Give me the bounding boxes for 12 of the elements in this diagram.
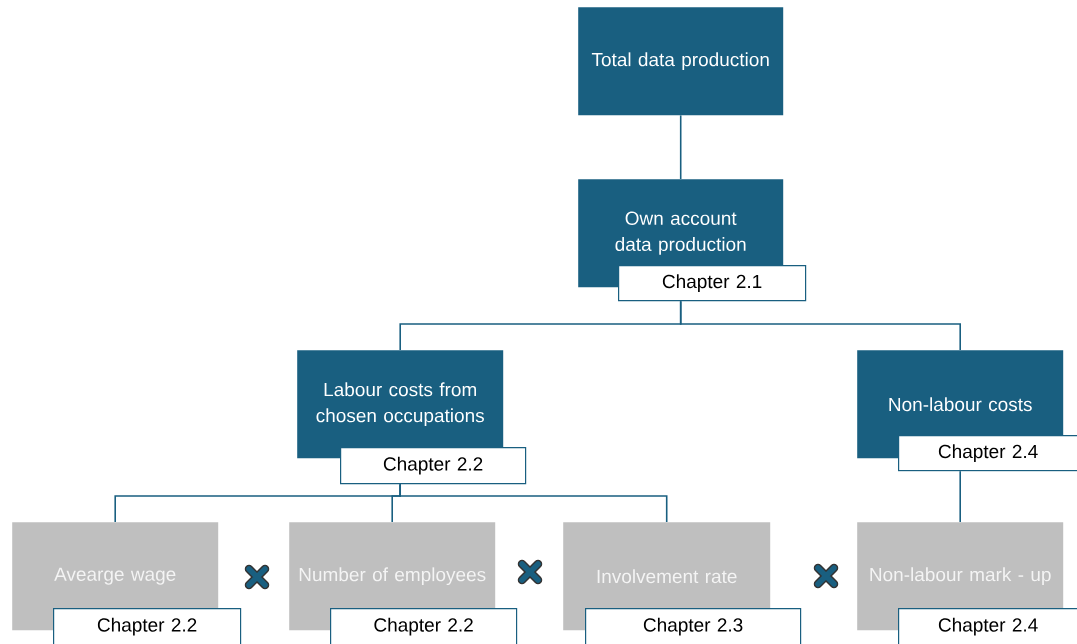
chapter-tag: Chapter 2.2	[340, 447, 527, 485]
connector	[679, 114, 682, 180]
chapter-tag: Chapter 2.1	[618, 265, 807, 302]
chapter-tag: Chapter 2.2	[53, 608, 242, 644]
chapter-tag: Chapter 2.2	[330, 608, 518, 644]
chapter-tag: Chapter 2.4	[898, 608, 1077, 644]
category-box: Total data production	[578, 7, 784, 116]
chapter-tag: Chapter 2.3	[585, 608, 802, 644]
connector	[399, 483, 668, 523]
chapter-tag: Chapter 2.4	[898, 435, 1077, 472]
connector	[959, 470, 961, 523]
connector	[679, 300, 961, 351]
